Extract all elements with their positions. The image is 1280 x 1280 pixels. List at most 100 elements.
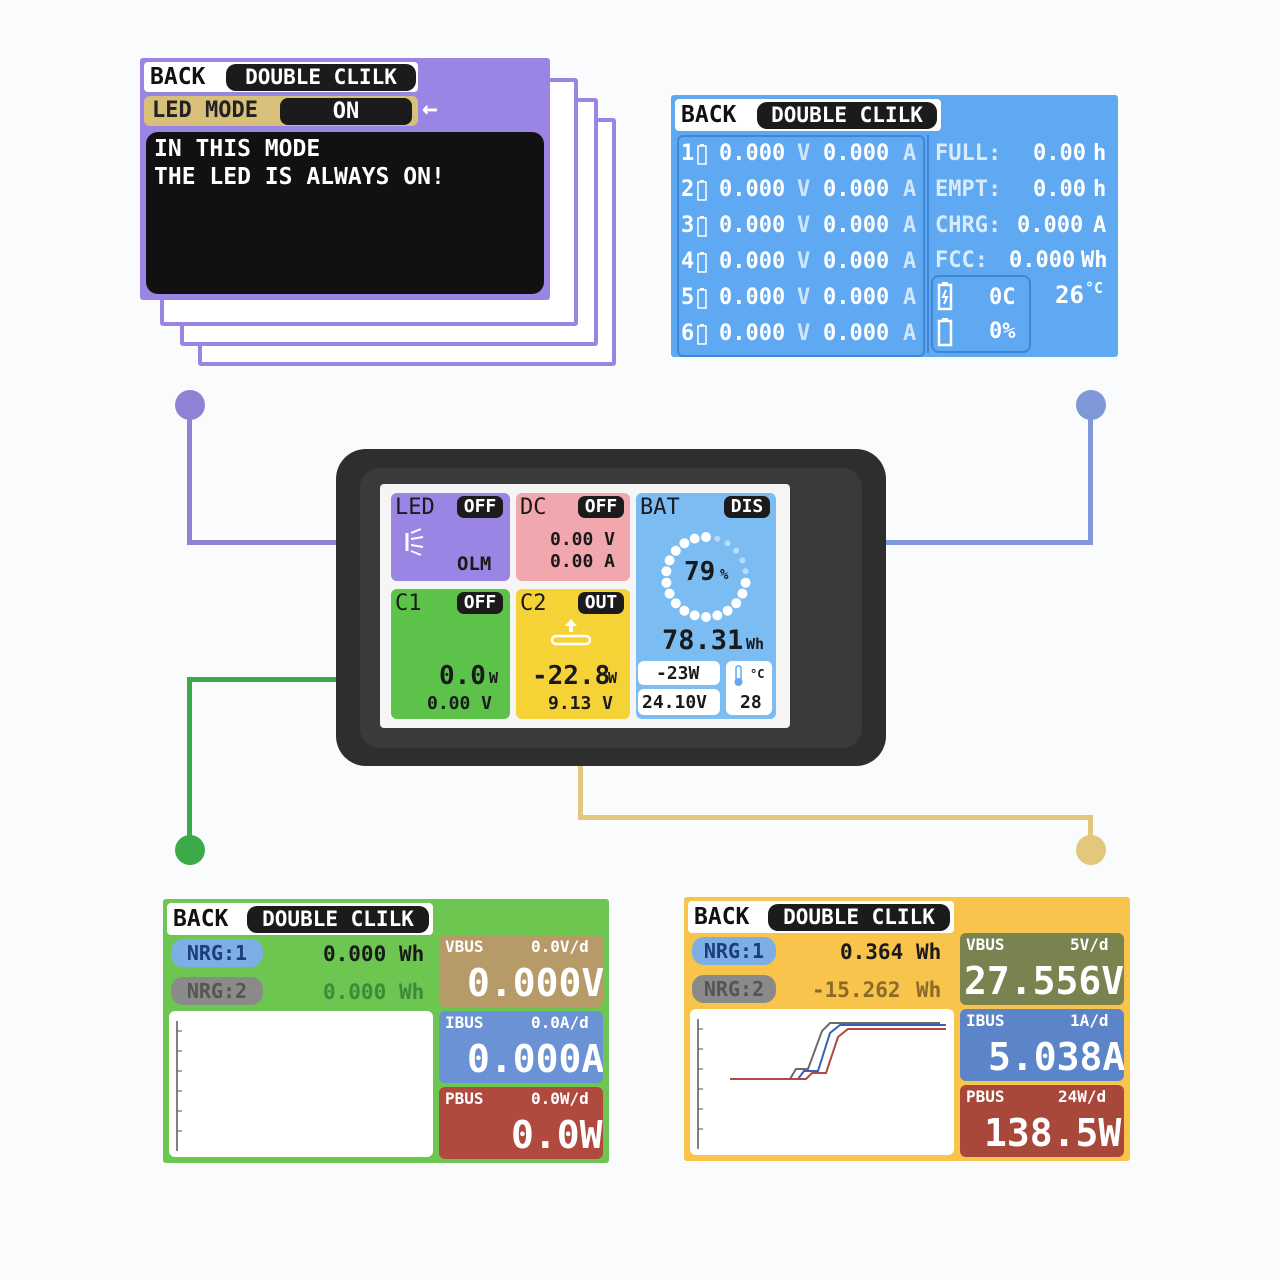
battery-ring-dot	[714, 535, 721, 542]
ibus-label: IBUS	[966, 1011, 1005, 1030]
nrg1-badge[interactable]: NRG:1	[692, 937, 776, 965]
back-label[interactable]: BACK	[150, 64, 206, 90]
tile-dc[interactable]: DC OFF 0.00 V 0.00 A	[516, 493, 630, 581]
nrg2-value: 0.000	[323, 980, 387, 1004]
nrg2-unit: Wh	[916, 978, 942, 1002]
tile-bat-state: DIS	[724, 496, 770, 518]
back-label[interactable]: BACK	[681, 102, 737, 128]
pbus-trace	[730, 1028, 946, 1080]
led-light-icon	[405, 528, 424, 556]
double-click-badge: DOUBLE CLILK	[757, 102, 937, 129]
battery-health-icon	[937, 318, 953, 347]
tile-c2[interactable]: C2 OUT -22.8 W 9.13 V	[516, 589, 630, 719]
nrg2-badge[interactable]: NRG:2	[692, 975, 776, 1003]
back-label[interactable]: BACK	[173, 906, 229, 932]
battery-cell-icon	[697, 144, 707, 165]
nrg2-value: -15.262	[812, 978, 901, 1002]
cell-table	[677, 135, 925, 357]
led-screen: BACK DOUBLE CLILK LED MODE ON ← IN THIS …	[140, 58, 550, 300]
empt-unit: h	[1093, 177, 1107, 202]
cell-current-unit: A	[903, 285, 917, 310]
cell-current-unit: A	[903, 213, 917, 238]
cell-index: 5	[681, 285, 695, 310]
cell-current: 0.000	[823, 213, 890, 238]
pbus-panel: PBUS 24W/d 138.5W	[960, 1085, 1124, 1157]
led-mode-value[interactable]: ON	[280, 98, 412, 125]
cell-current-unit: A	[903, 321, 917, 346]
tile-bat-voltage-box	[638, 689, 720, 715]
cycle-health-box	[931, 275, 1031, 353]
double-click-badge: DOUBLE CLILK	[247, 906, 429, 933]
chrg-value: 0.000	[1017, 213, 1084, 238]
battery-ring-dot	[731, 598, 742, 609]
tile-c2-state: OUT	[578, 592, 624, 614]
tile-bat-title: BAT	[640, 495, 680, 520]
ibus-panel: IBUS 1A/d 5.038A	[960, 1009, 1124, 1081]
tile-dc-title: DC	[520, 495, 547, 520]
tile-bat-voltage: 24.10V	[642, 692, 708, 713]
cell-voltage-unit: V	[797, 285, 811, 310]
fcc-label: FCC:	[935, 248, 988, 273]
thermometer-icon	[734, 665, 743, 686]
c1-screen: BACK DOUBLE CLILK NRG:1 0.000 Wh NRG:2 0…	[163, 899, 609, 1163]
vbus-trace	[730, 1022, 940, 1080]
tile-bat-percent: 79	[684, 557, 716, 587]
temp-unit: °C	[1085, 279, 1104, 297]
ibus-label: IBUS	[445, 1013, 484, 1032]
pbus-scale: 24W/d	[1058, 1087, 1107, 1106]
temp-value: 26	[1055, 281, 1084, 309]
tile-c2-power-unit: W	[608, 669, 618, 687]
stats-divider	[927, 135, 929, 353]
cycles-value: 0C	[989, 285, 1016, 310]
health-value: 0%	[989, 319, 1016, 344]
battery-ring-dot	[689, 533, 700, 544]
vbus-panel: VBUS 5V/d 27.556V	[960, 933, 1124, 1005]
nrg2-unit: Wh	[399, 980, 425, 1004]
tile-bat-temp-box	[726, 661, 772, 715]
nrg1-unit: Wh	[916, 940, 942, 964]
cell-voltage: 0.000	[719, 213, 786, 238]
vbus-scale: 5V/d	[1070, 935, 1109, 954]
nrg1-unit: Wh	[399, 942, 425, 966]
battery-ring	[661, 532, 751, 622]
tile-bat-power: -23W	[656, 663, 700, 684]
battery-cell-icon	[697, 324, 707, 345]
battery-ring-dot	[679, 605, 690, 616]
battery-ring-dot	[679, 538, 690, 549]
cell-current: 0.000	[823, 285, 890, 310]
chrg-unit: A	[1093, 213, 1107, 238]
ibus-value: 0.000A	[467, 1037, 603, 1081]
back-label[interactable]: BACK	[694, 904, 750, 930]
tile-c1-power: 0.0	[439, 661, 486, 691]
battery-ring-dot	[689, 610, 700, 621]
full-label: FULL:	[935, 141, 1002, 166]
nrg1-badge[interactable]: NRG:1	[171, 939, 263, 967]
cell-voltage-unit: V	[797, 177, 811, 202]
battery-ring-dot	[664, 555, 675, 566]
battery-ring-dot	[712, 610, 723, 621]
nrg2-badge[interactable]: NRG:2	[171, 977, 263, 1005]
chrg-label: CHRG:	[935, 213, 1002, 238]
tile-c1[interactable]: C1 OFF 0.0 W 0.00 V	[391, 589, 510, 719]
ibus-trace	[730, 1024, 946, 1080]
tile-dc-state: OFF	[578, 496, 624, 518]
tile-bat[interactable]: BAT DIS 79 % 78.31 Wh -23W 24.10V °C 28	[636, 493, 776, 719]
tile-led[interactable]: LED OFF OLM	[391, 493, 510, 581]
battery-ring-dot	[724, 540, 731, 547]
battery-ring-dot	[664, 588, 675, 599]
battery-ring-dot	[701, 612, 711, 622]
battery-ring-dot	[740, 577, 751, 588]
cell-voltage-unit: V	[797, 249, 811, 274]
arrow-left-icon: ←	[422, 94, 438, 124]
tile-bat-temp-unit: °C	[750, 667, 765, 681]
cell-voltage: 0.000	[719, 177, 786, 202]
cell-current-unit: A	[903, 177, 917, 202]
battery-charge-icon	[937, 282, 953, 311]
ibus-panel: IBUS 0.0A/d 0.000A	[439, 1011, 603, 1083]
battery-ring-dot	[722, 605, 733, 616]
battery-ring-dot	[739, 557, 746, 564]
